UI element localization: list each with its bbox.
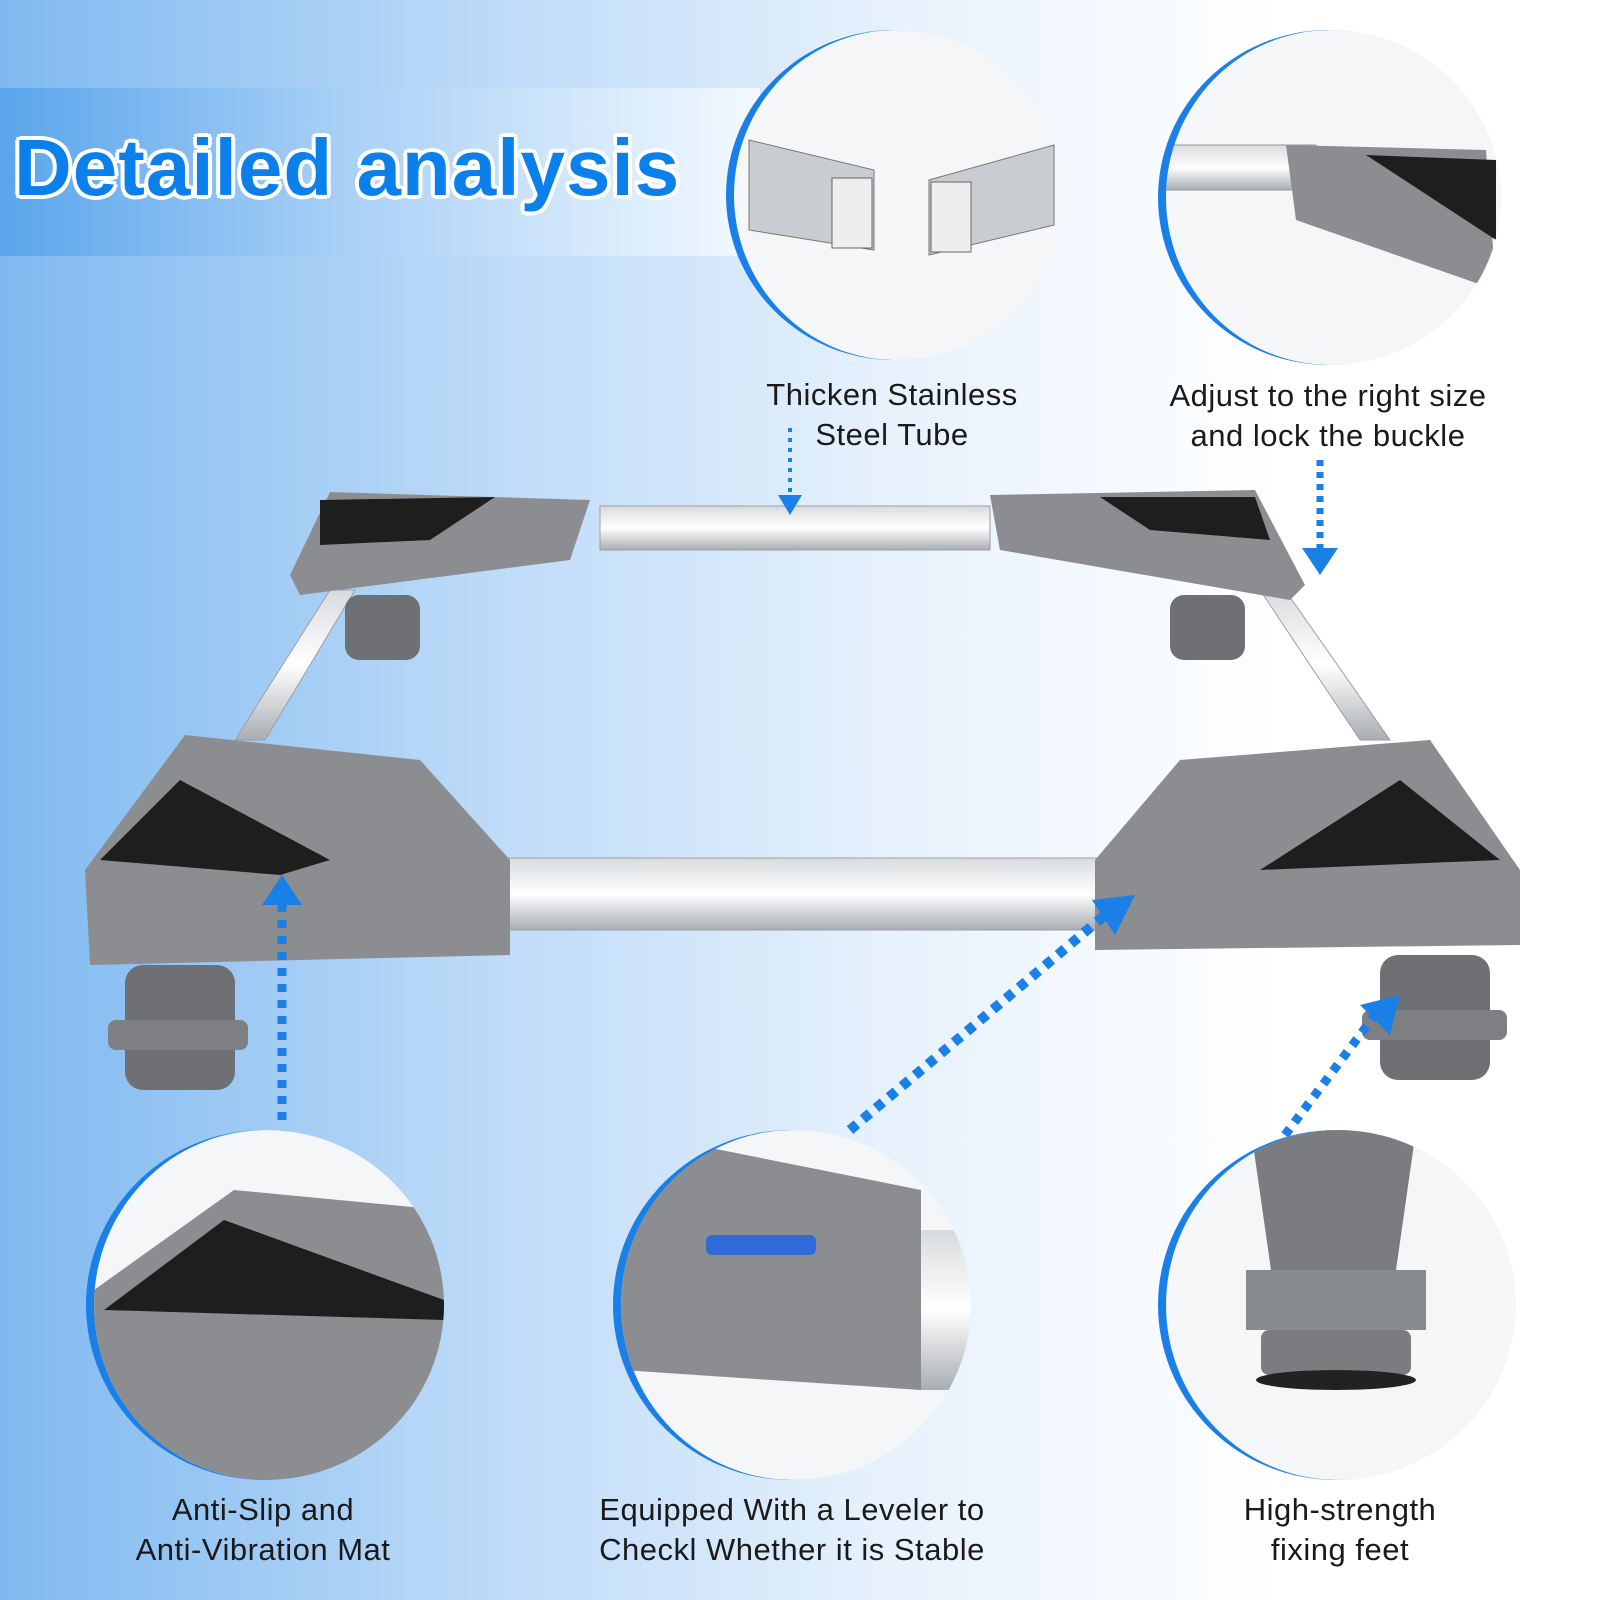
caption-line: Anti-Slip and — [171, 1492, 355, 1527]
caption-feet: High-strength fixing feet — [1244, 1490, 1437, 1570]
caption-line: Thicken Stainless — [766, 377, 1018, 412]
caption-line: Adjust to the right size — [1169, 378, 1487, 413]
corner-front-right — [1095, 740, 1520, 1080]
detail-circle-leveler — [615, 1130, 971, 1480]
caption-line: Anti-Vibration Mat — [135, 1532, 391, 1567]
title-band — [0, 88, 760, 256]
corner-front-left — [85, 735, 510, 1090]
caption-mat: Anti-Slip and Anti-Vibration Mat — [136, 1490, 391, 1570]
corner-back-left — [290, 492, 590, 660]
caption-leveler: Equipped With a Leveler to Checkl Whethe… — [599, 1490, 985, 1570]
caption-line: Steel Tube — [815, 417, 969, 452]
callout-arrows — [262, 428, 1400, 1138]
detail-circle-steel-tube — [728, 30, 1064, 360]
caption-steel-tube: Thicken Stainless Steel Tube — [766, 375, 1017, 455]
page-title: Detailed analysis — [14, 123, 681, 212]
detail-circle-mat — [88, 1130, 444, 1480]
corner-back-right — [990, 490, 1305, 660]
caption-buckle: Adjust to the right size and lock the bu… — [1170, 376, 1487, 456]
caption-line: Checkl Whether it is Stable — [599, 1532, 985, 1567]
caption-line: and lock the buckle — [1190, 418, 1466, 453]
caption-line: High-strength — [1243, 1492, 1437, 1527]
caption-line: fixing feet — [1270, 1532, 1410, 1567]
detail-circle-feet — [1160, 1130, 1516, 1480]
detail-circle-buckle — [1160, 30, 1501, 365]
caption-line: Equipped With a Leveler to — [599, 1492, 985, 1527]
